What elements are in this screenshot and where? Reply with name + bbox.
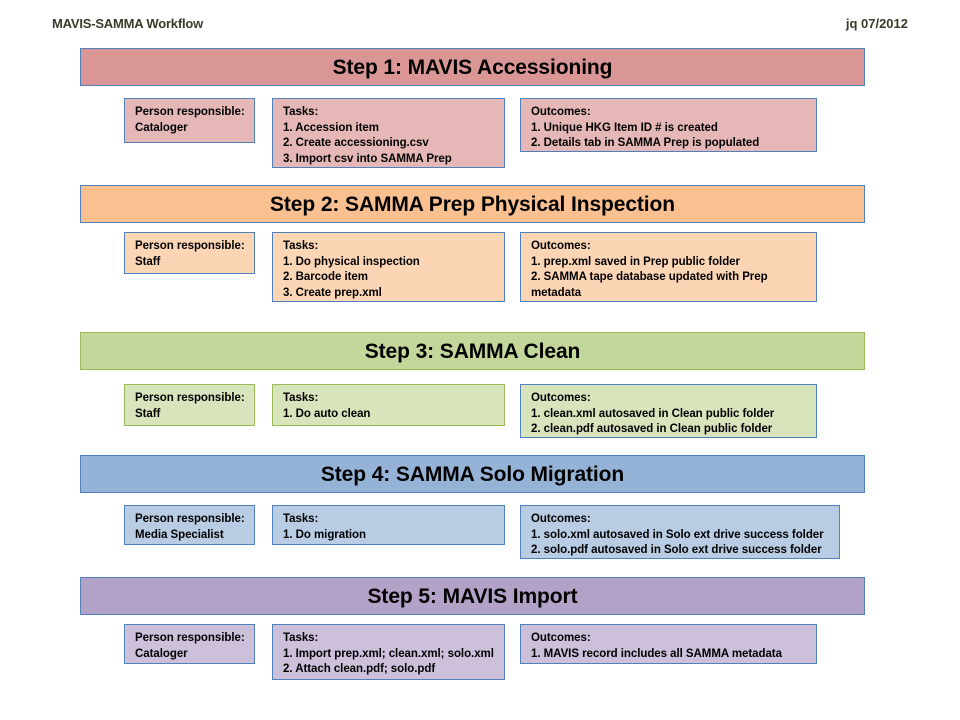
author-credit: jq 07/2012 xyxy=(845,16,908,31)
task-item: 2. Barcode item xyxy=(283,271,368,283)
outcomes-heading: Outcomes: xyxy=(531,106,591,118)
outcome-item: 2. solo.pdf autosaved in Solo ext drive … xyxy=(531,544,822,556)
task-item: 3. Import csv into SAMMA Prep xyxy=(283,152,452,165)
page-title: MAVIS-SAMMA Workflow xyxy=(52,16,204,31)
step-3-title-bar[interactable]: Step 3: SAMMA Clean xyxy=(80,332,865,370)
outcome-item: 1. solo.xml autosaved in Solo ext drive … xyxy=(531,528,824,541)
outcome-item: 1. Unique HKG Item ID # is created xyxy=(531,121,718,134)
outcome-item: 1. clean.xml autosaved in Clean public f… xyxy=(531,407,775,420)
person-value: Staff xyxy=(135,255,161,268)
tasks-heading: Tasks: xyxy=(283,392,319,404)
task-item: 1. Accession item xyxy=(283,121,379,134)
step-3-outcomes-box: Outcomes: 1. clean.xml autosaved in Clea… xyxy=(520,384,817,438)
workflow-step-3: Step 3: SAMMA Clean Person responsible: … xyxy=(80,332,865,438)
step-4-outcomes-box: Outcomes: 1. solo.xml autosaved in Solo … xyxy=(520,505,840,559)
step-3-tasks-box: Tasks: 1. Do auto clean xyxy=(272,384,505,426)
task-item: 1. Do auto clean xyxy=(283,407,371,420)
workflow-step-5: Step 5: MAVIS Import Person responsible:… xyxy=(80,577,865,680)
step-4-title: Step 4: SAMMA Solo Migration xyxy=(320,462,625,486)
person-heading: Person responsible: xyxy=(135,106,245,118)
task-item: 1. Do physical inspection xyxy=(283,255,420,268)
step-5-title-bar[interactable]: Step 5: MAVIS Import xyxy=(80,577,865,615)
step-3-title: Step 3: SAMMA Clean xyxy=(364,339,581,363)
step-5-title: Step 5: MAVIS Import xyxy=(367,584,578,608)
person-heading: Person responsible: xyxy=(135,240,245,252)
person-heading: Person responsible: xyxy=(135,632,245,644)
person-heading: Person responsible: xyxy=(135,513,245,525)
person-value: Cataloger xyxy=(135,121,188,134)
outcome-item: 2. SAMMA tape database updated with Prep… xyxy=(531,271,768,299)
step-4-tasks-box: Tasks: 1. Do migration xyxy=(272,505,505,545)
outcomes-heading: Outcomes: xyxy=(531,513,591,525)
outcome-item: 2. Details tab in SAMMA Prep is populate… xyxy=(531,137,760,149)
task-item: 3. Create prep.xml xyxy=(283,286,382,299)
step-4-person-box: Person responsible: Media Specialist xyxy=(124,505,255,545)
step-2-outcomes-box: Outcomes: 1. prep.xml saved in Prep publ… xyxy=(520,232,817,302)
person-heading: Person responsible: xyxy=(135,392,245,404)
step-1-title: Step 1: MAVIS Accessioning xyxy=(332,55,613,79)
step-2-title-bar[interactable]: Step 2: SAMMA Prep Physical Inspection xyxy=(80,185,865,223)
tasks-heading: Tasks: xyxy=(283,240,319,252)
step-5-person-box: Person responsible: Cataloger xyxy=(124,624,255,664)
workflow-step-1: Step 1: MAVIS Accessioning Person respon… xyxy=(0,0,960,180)
person-value: Staff xyxy=(135,407,161,420)
task-item: 2. Create accessioning.csv xyxy=(283,137,429,149)
step-1-person-box: Person responsible: Cataloger xyxy=(124,98,255,143)
outcomes-heading: Outcomes: xyxy=(531,240,591,252)
outcomes-heading: Outcomes: xyxy=(531,392,591,404)
outcome-item: 1. MAVIS record includes all SAMMA metad… xyxy=(531,647,782,660)
step-4-title-bar[interactable]: Step 4: SAMMA Solo Migration xyxy=(80,455,865,493)
step-2-title: Step 2: SAMMA Prep Physical Inspection xyxy=(269,192,675,216)
tasks-heading: Tasks: xyxy=(283,632,319,644)
tasks-heading: Tasks: xyxy=(283,106,319,118)
person-value: Cataloger xyxy=(135,647,188,660)
task-item: 1. Do migration xyxy=(283,528,366,541)
page-header: MAVIS-SAMMA Workflow jq 07/2012 xyxy=(0,0,960,40)
step-2-tasks-box: Tasks: 1. Do physical inspection 2. Barc… xyxy=(272,232,505,302)
step-3-person-box: Person responsible: Staff xyxy=(124,384,255,426)
step-2-person-box: Person responsible: Staff xyxy=(124,232,255,274)
person-value: Media Specialist xyxy=(135,528,224,541)
step-1-tasks-box: Tasks: 1. Accession item 2. Create acces… xyxy=(272,98,505,168)
step-5-outcomes-box: Outcomes: 1. MAVIS record includes all S… xyxy=(520,624,817,664)
tasks-heading: Tasks: xyxy=(283,513,319,525)
step-1-outcomes-box: Outcomes: 1. Unique HKG Item ID # is cre… xyxy=(520,98,817,152)
workflow-step-4: Step 4: SAMMA Solo Migration Person resp… xyxy=(80,455,865,559)
outcomes-heading: Outcomes: xyxy=(531,632,591,644)
step-1-title-bar[interactable]: Step 1: MAVIS Accessioning xyxy=(80,48,865,86)
task-item: 1. Import prep.xml; clean.xml; solo.xml xyxy=(283,647,494,660)
outcome-item: 1. prep.xml saved in Prep public folder xyxy=(531,255,740,268)
workflow-step-2: Step 2: SAMMA Prep Physical Inspection P… xyxy=(0,0,960,320)
outcome-item: 2. clean.pdf autosaved in Clean public f… xyxy=(531,423,773,435)
step-5-tasks-box: Tasks: 1. Import prep.xml; clean.xml; so… xyxy=(272,624,505,680)
task-item: 2. Attach clean.pdf; solo.pdf xyxy=(283,663,436,675)
